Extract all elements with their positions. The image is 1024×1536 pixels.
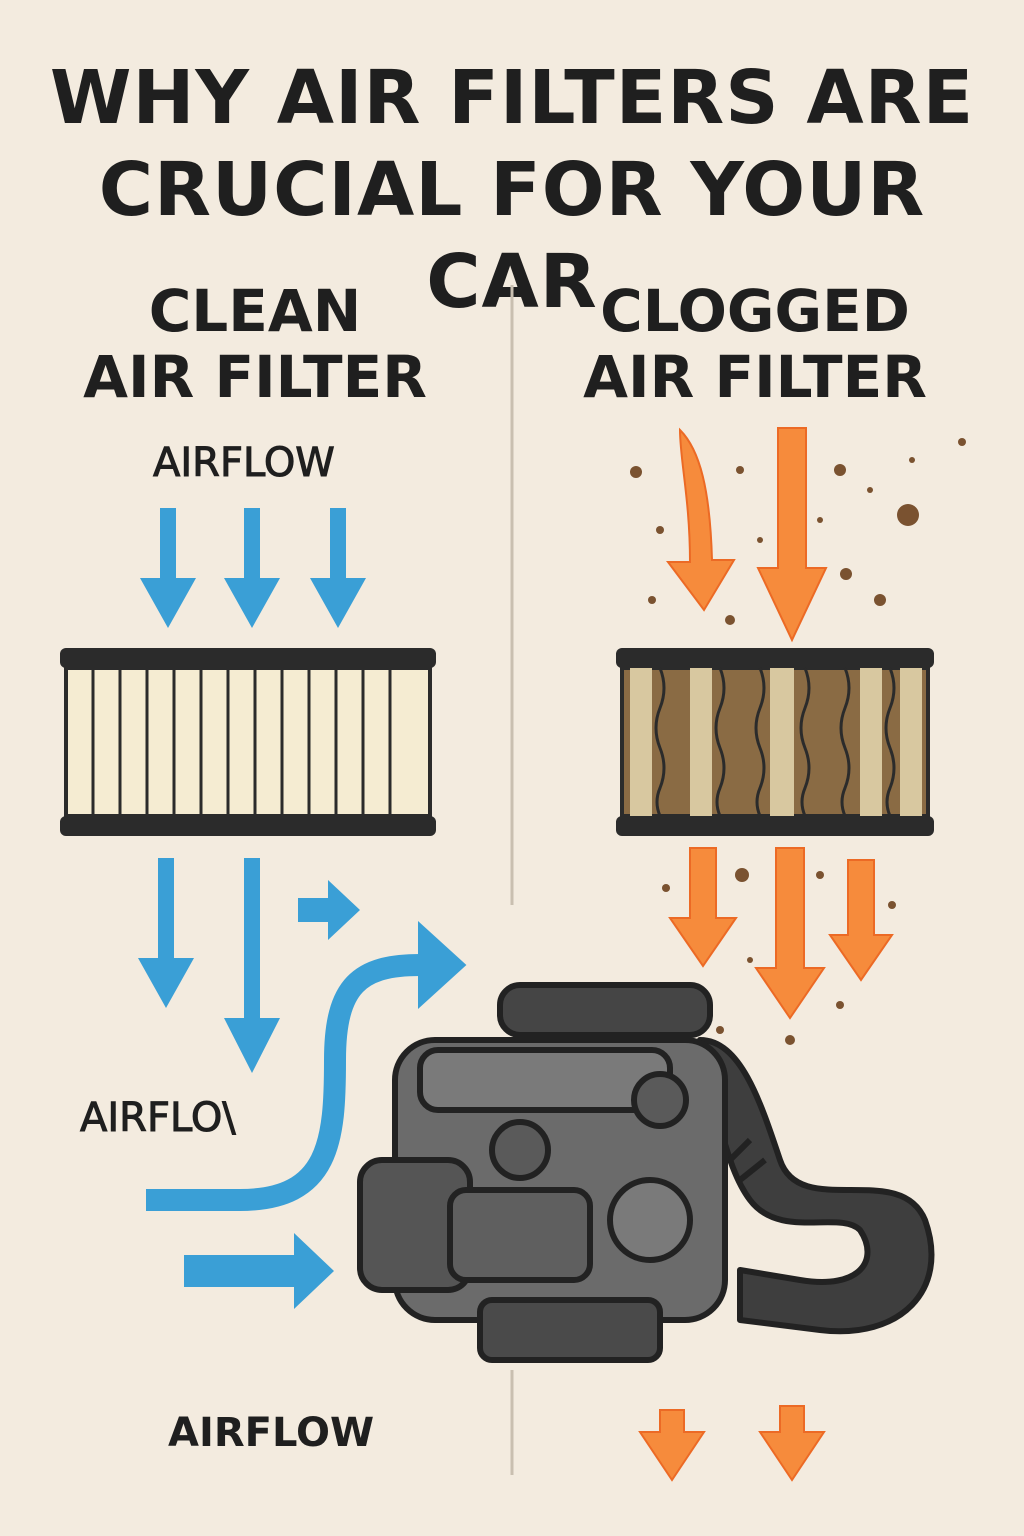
airflow-label-mid: AIRFLO\ — [80, 1095, 237, 1142]
heading-line: CLEAN — [148, 277, 362, 345]
title-line-1: WHY AIR FILTERS ARE — [49, 55, 975, 141]
heading-line: AIR FILTER — [83, 343, 427, 411]
page-title: WHY AIR FILTERS ARE CRUCIAL FOR YOUR CAR — [0, 52, 1024, 328]
intake-hose — [687, 1037, 935, 1335]
airflow-label-top: AIRFLOW — [153, 440, 336, 487]
car-engine — [357, 982, 935, 1363]
clean-filter-heading: CLEAN AIR FILTER — [60, 278, 450, 410]
intake-pipe — [497, 982, 713, 1038]
heading-line: AIR FILTER — [583, 343, 927, 411]
clogged-airflow-arrows-bottom — [638, 847, 894, 1482]
airflow-label-bottom: AIRFLOW — [168, 1410, 375, 1456]
title-line-2: CRUCIAL FOR YOUR CAR — [98, 147, 926, 325]
clean-airflow-arrows-bottom — [138, 858, 360, 1309]
curved-airflow-arrow — [146, 921, 467, 1211]
clogged-filter-heading: CLOGGED AIR FILTER — [560, 278, 950, 410]
heading-line: CLOGGED — [600, 277, 910, 345]
dirt-particles — [630, 438, 966, 1045]
clean-airflow-arrows-top — [140, 508, 366, 628]
clogged-air-filter — [616, 648, 934, 836]
clogged-airflow-arrows-top — [666, 427, 828, 643]
clean-air-filter — [60, 648, 436, 836]
